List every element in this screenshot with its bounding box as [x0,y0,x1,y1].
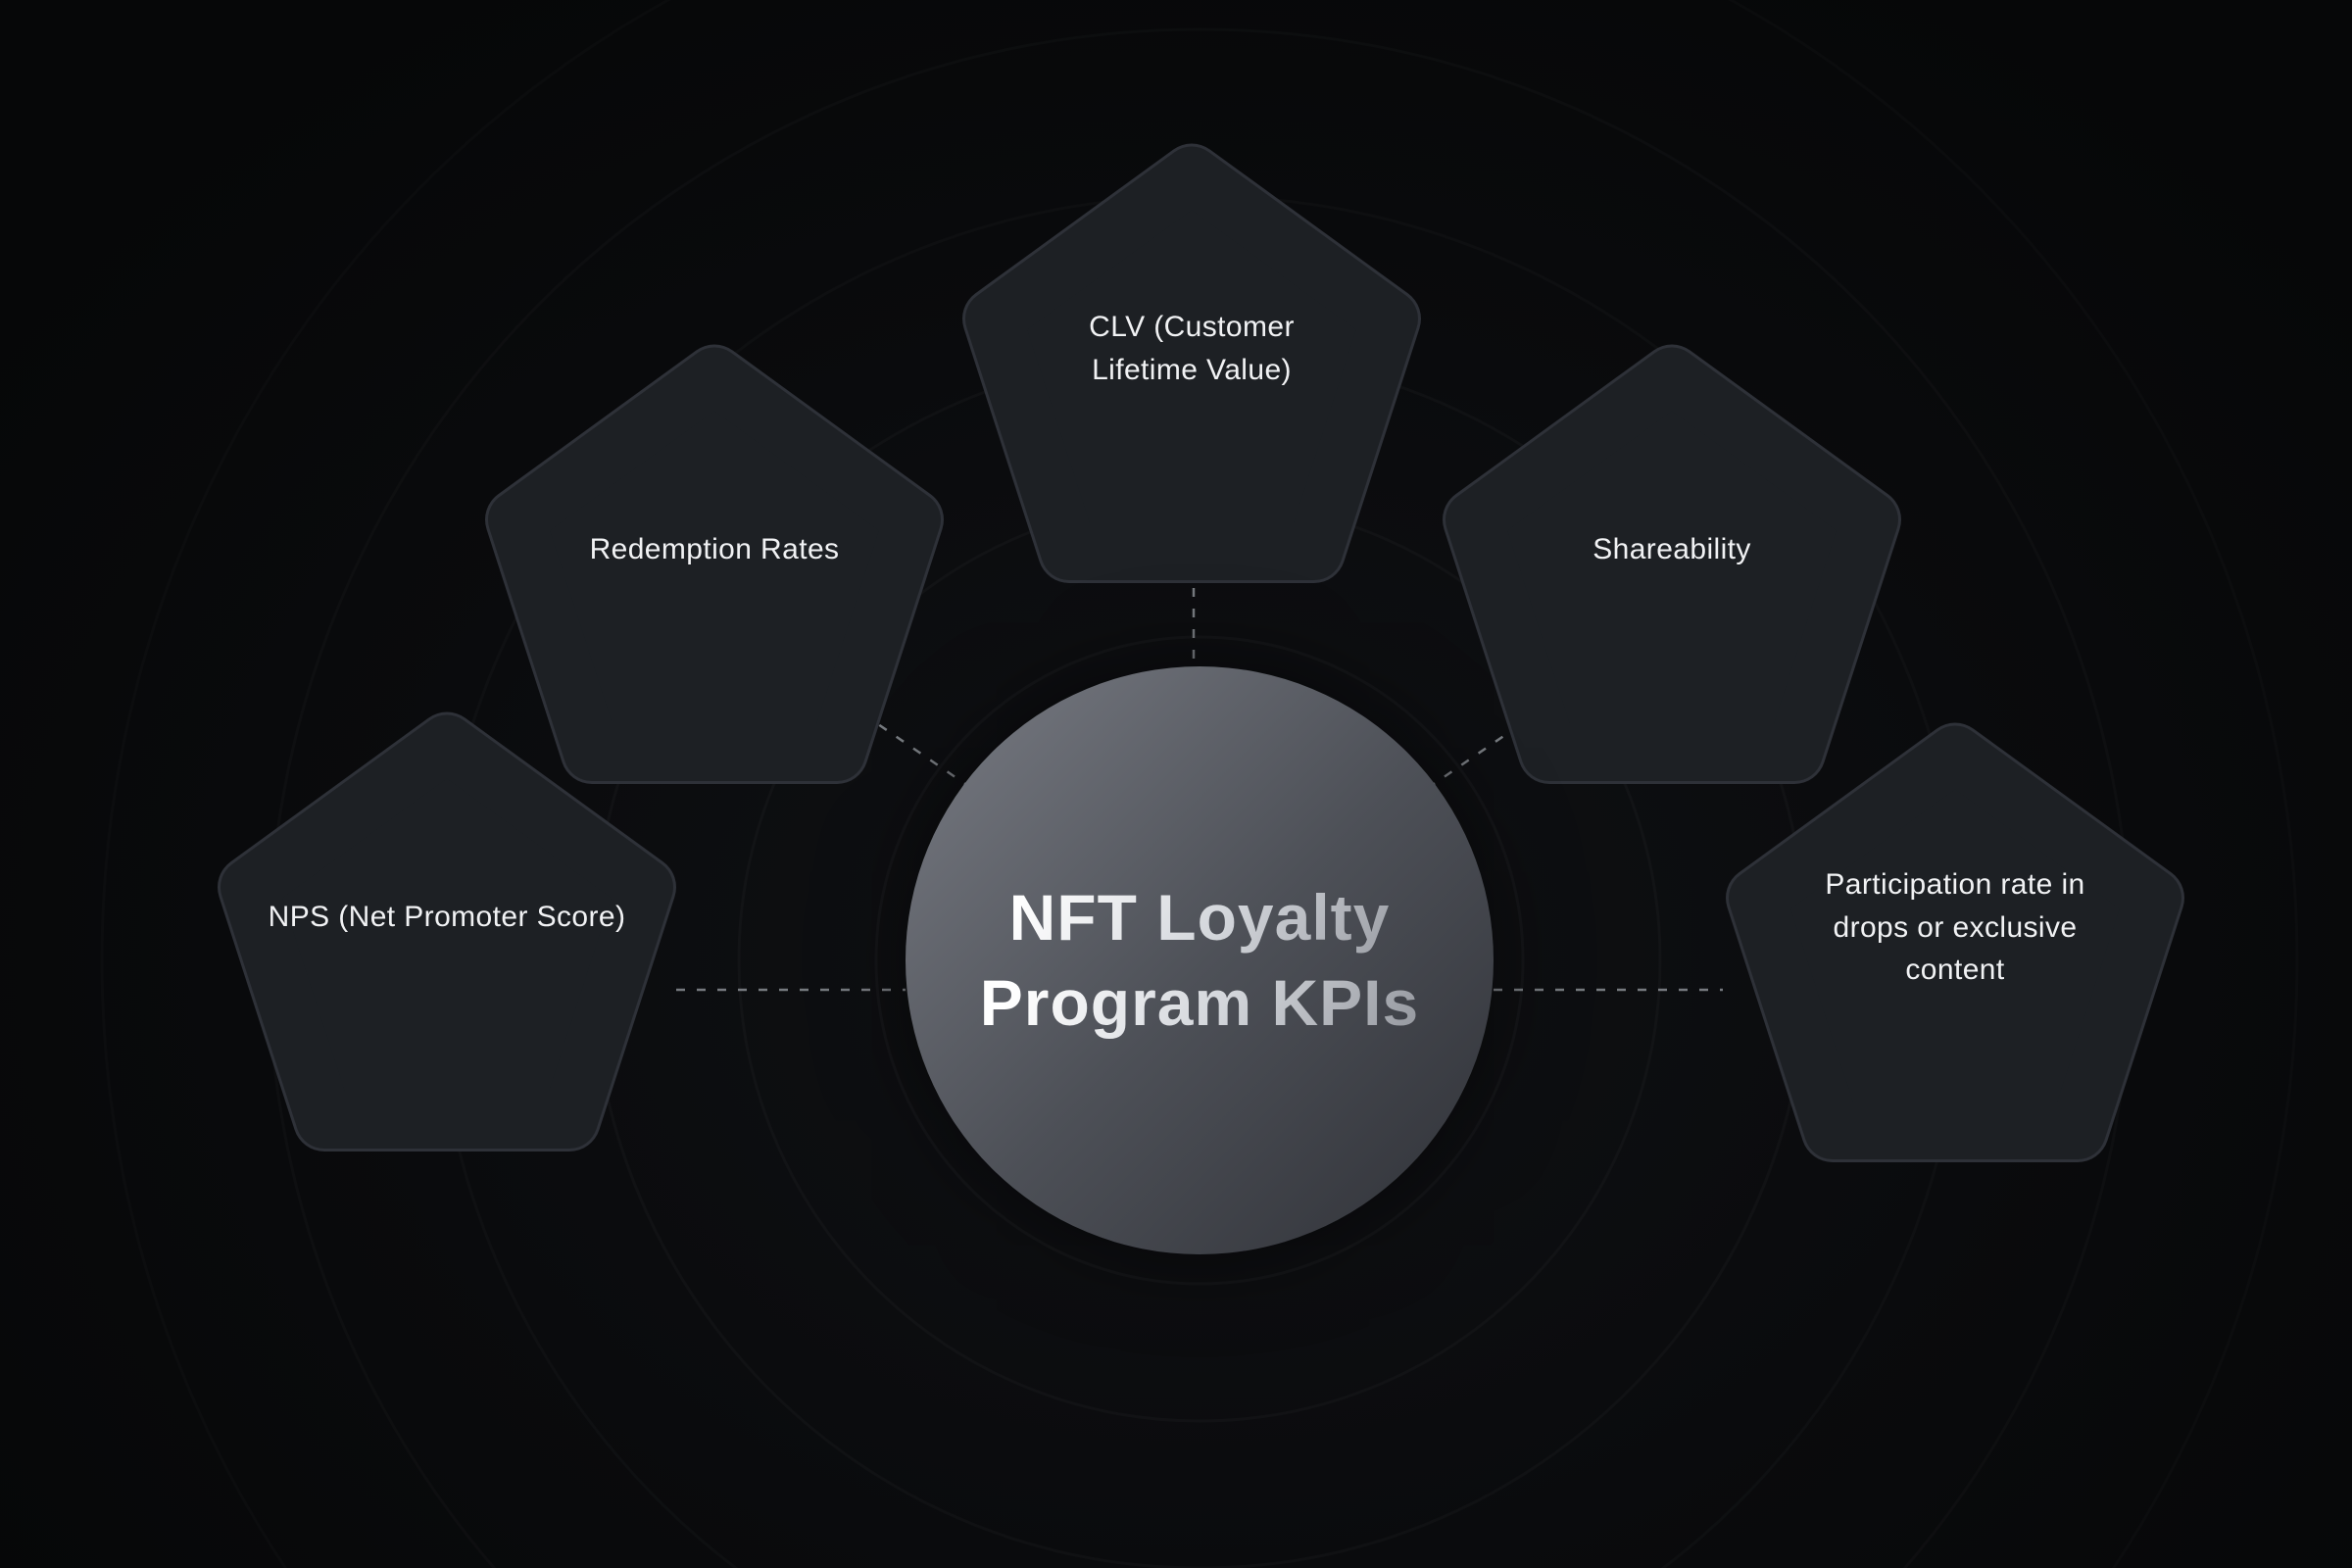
connector-redemption [861,711,966,786]
pentagon-shape [218,711,676,1152]
pentagon-shape [1443,344,1901,784]
center-node: NFT Loyalty Program KPIs [906,666,1494,1254]
node-nps: NPS (Net Promoter Score) [214,707,680,1152]
pentagon-shape [1726,722,2184,1162]
node-participation: Participation rate in drops or exclusive… [1722,717,2188,1163]
node-clv-label: CLV (Customer Lifetime Value) [1089,311,1295,386]
node-nps-label: NPS (Net Promoter Score) [268,900,626,933]
node-shareability-label: Shareability [1592,532,1751,565]
diagram-title: NFT Loyalty Program KPIs [980,875,1419,1046]
diagram-title-line1: NFT Loyalty [980,875,1419,960]
node-redemption-rates: Redemption Rates [481,339,948,785]
node-clv: CLV (Customer Lifetime Value) [958,138,1425,584]
pentagon-shape [962,143,1421,583]
pentagon-shape [485,344,944,784]
node-redemption-rates-label: Redemption Rates [589,532,840,565]
diagram-title-line2: Program KPIs [980,960,1419,1046]
node-participation-label: Participation rate in drops or exclusive… [1825,868,2085,987]
node-shareability: Shareability [1439,339,1905,785]
